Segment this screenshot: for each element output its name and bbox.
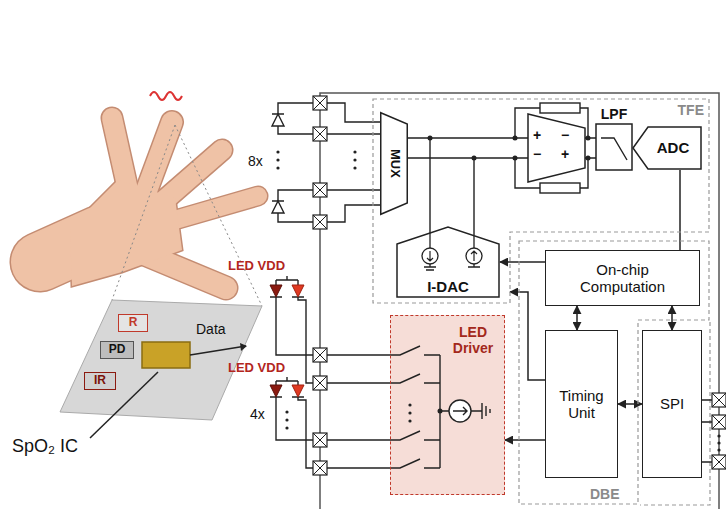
leader-line <box>90 372 158 438</box>
node-text: MUX <box>387 149 402 178</box>
photodiode <box>272 114 284 126</box>
label-text: − <box>533 146 541 162</box>
hand <box>40 118 258 288</box>
node-text: SPI <box>660 395 684 412</box>
current-source <box>449 400 471 422</box>
ic-chip <box>142 342 190 368</box>
ir-led <box>270 285 282 297</box>
process-box: On-chip Computation <box>545 250 700 306</box>
red-led <box>292 285 304 297</box>
label-text: 8x <box>248 153 263 169</box>
amplifier <box>528 114 585 182</box>
led-driver-ground <box>390 315 505 495</box>
chip-outline <box>320 93 719 509</box>
process-box: SPI <box>642 330 702 478</box>
sensor-pad: PD <box>100 341 134 359</box>
resistor-symbol <box>540 103 580 113</box>
label-text: + <box>533 127 541 143</box>
data-arrow <box>190 346 246 355</box>
red-led <box>292 385 304 397</box>
node-text: Timing Unit <box>546 387 617 422</box>
connector <box>510 292 545 380</box>
filter-block: LPF <box>592 104 636 172</box>
node-text: LED Driver <box>445 324 501 356</box>
zoom-lines <box>112 125 262 306</box>
label-text: LED VDD <box>228 259 285 274</box>
resistor-symbol <box>540 183 580 193</box>
node-text: R <box>129 316 138 330</box>
label-text: + <box>561 146 569 162</box>
process-box: Timing Unit <box>545 330 618 478</box>
label-text: 4x <box>250 406 265 422</box>
connector <box>679 170 681 250</box>
node-text: IR <box>94 374 106 388</box>
label-text: − <box>561 127 569 143</box>
dac-block: I-DAC <box>396 226 500 298</box>
spi-region <box>640 322 710 505</box>
connector <box>500 261 545 263</box>
driver-region: LED Driver <box>390 315 505 495</box>
sensor-board <box>60 300 262 420</box>
sensor-pad: IR <box>84 372 116 390</box>
label-text: LED VDD <box>228 361 285 376</box>
sensor-pad: R <box>118 314 148 332</box>
node-text: ADC <box>645 139 690 156</box>
photodiode <box>272 201 284 213</box>
connector <box>671 306 673 330</box>
node-text: PD <box>109 343 126 357</box>
mux-block: MUX <box>380 112 408 215</box>
label-text: SpO₂ IC <box>12 436 78 457</box>
connector <box>576 306 578 330</box>
node-text: On-chip Computation <box>567 261 679 296</box>
ir-led <box>270 385 282 397</box>
connector <box>505 439 545 441</box>
ppg-wave <box>150 92 182 100</box>
node-text: LPF <box>592 106 636 122</box>
label-text: Data <box>196 321 226 337</box>
node-text: I-DAC <box>396 278 500 295</box>
adc-block: ADC <box>632 126 702 170</box>
node-text: DBE <box>590 486 620 502</box>
node-text: TFE <box>678 102 704 118</box>
